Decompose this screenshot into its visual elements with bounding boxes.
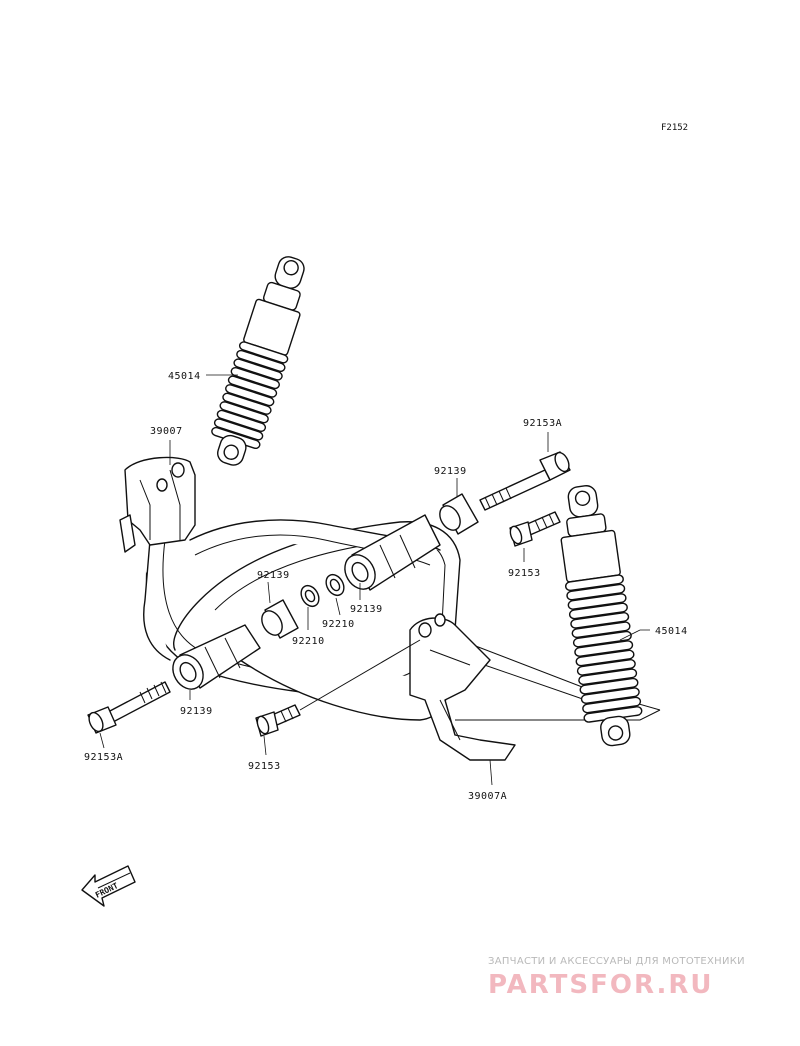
- spring-coil: [216, 409, 267, 432]
- watermark-tagline: ЗАПЧАСТИ И АКСЕССУАРЫ ДЛЯ МОТОТЕХНИКИ: [488, 956, 745, 967]
- shock-absorber-top: [211, 256, 305, 466]
- spring-coil: [213, 418, 264, 441]
- part-labels: 45014 39007 92153A 92139 92153 45014 921…: [84, 371, 688, 802]
- spring-coil: [582, 696, 642, 714]
- bolt-92153A-bottom: [87, 681, 171, 734]
- bushing-left: [261, 599, 299, 639]
- label-45014-right: 45014: [655, 626, 688, 637]
- bushing-top: [439, 493, 479, 535]
- label-92139-top: 92139: [434, 466, 467, 477]
- bolt-92153-mid: [509, 511, 561, 547]
- figure-id: F2152: [661, 123, 688, 133]
- spring-coil: [567, 593, 627, 610]
- label-39007: 39007: [150, 426, 183, 437]
- label-92139-bottom: 92139: [180, 706, 213, 717]
- spring-coil: [575, 649, 635, 667]
- shock-absorber-right: [560, 485, 643, 747]
- front-arrow-icon: FRONT: [81, 865, 136, 907]
- spring-coil: [222, 392, 272, 415]
- watermark: ЗАПЧАСТИ И АКСЕССУАРЫ ДЛЯ МОТОТЕХНИКИ PA…: [488, 956, 745, 1000]
- spring-coil: [580, 687, 640, 704]
- bracket-39007: [119, 456, 196, 553]
- label-45014-top: 45014: [168, 371, 201, 382]
- spring-coil: [572, 630, 632, 648]
- washer-left: [300, 584, 320, 608]
- spring-coil: [236, 349, 286, 373]
- bracket-39007A: [409, 613, 516, 761]
- spring-coil: [576, 659, 636, 676]
- spring-coil: [570, 612, 630, 629]
- label-92153-mid: 92153: [508, 568, 541, 579]
- spring-coil: [238, 341, 289, 364]
- spring-coil: [574, 640, 634, 657]
- spring-coil: [230, 366, 280, 390]
- label-92139-left: 92139: [257, 570, 290, 581]
- washer-right: [325, 573, 345, 597]
- spring-coil: [233, 358, 283, 381]
- pivot-tube-left: [172, 624, 261, 690]
- spring-coil: [566, 583, 626, 601]
- watermark-brand: PARTSFOR.RU: [488, 970, 713, 1000]
- pivot-tube-right: [344, 514, 441, 591]
- spring-coil: [219, 401, 269, 424]
- label-92153A-bottom: 92153A: [84, 752, 123, 763]
- spring-coil: [571, 621, 631, 639]
- bolt-92153A-top: [479, 451, 571, 511]
- label-92153A-top: 92153A: [523, 418, 562, 429]
- leader-lines: [99, 374, 650, 786]
- spring-coil: [225, 384, 275, 407]
- bolt-92153-bottom: [255, 639, 421, 737]
- label-92139-mid-right: 92139: [350, 604, 383, 615]
- spring-coil: [579, 677, 639, 695]
- spring-coil: [568, 602, 628, 620]
- label-92153-bottom: 92153: [248, 761, 281, 772]
- spring-coil: [227, 375, 278, 398]
- spring-coil: [578, 668, 638, 686]
- label-92210-right: 92210: [322, 619, 355, 630]
- spring-coil: [564, 574, 624, 592]
- label-39007A: 39007A: [468, 791, 507, 802]
- label-92210-left: 92210: [292, 636, 325, 647]
